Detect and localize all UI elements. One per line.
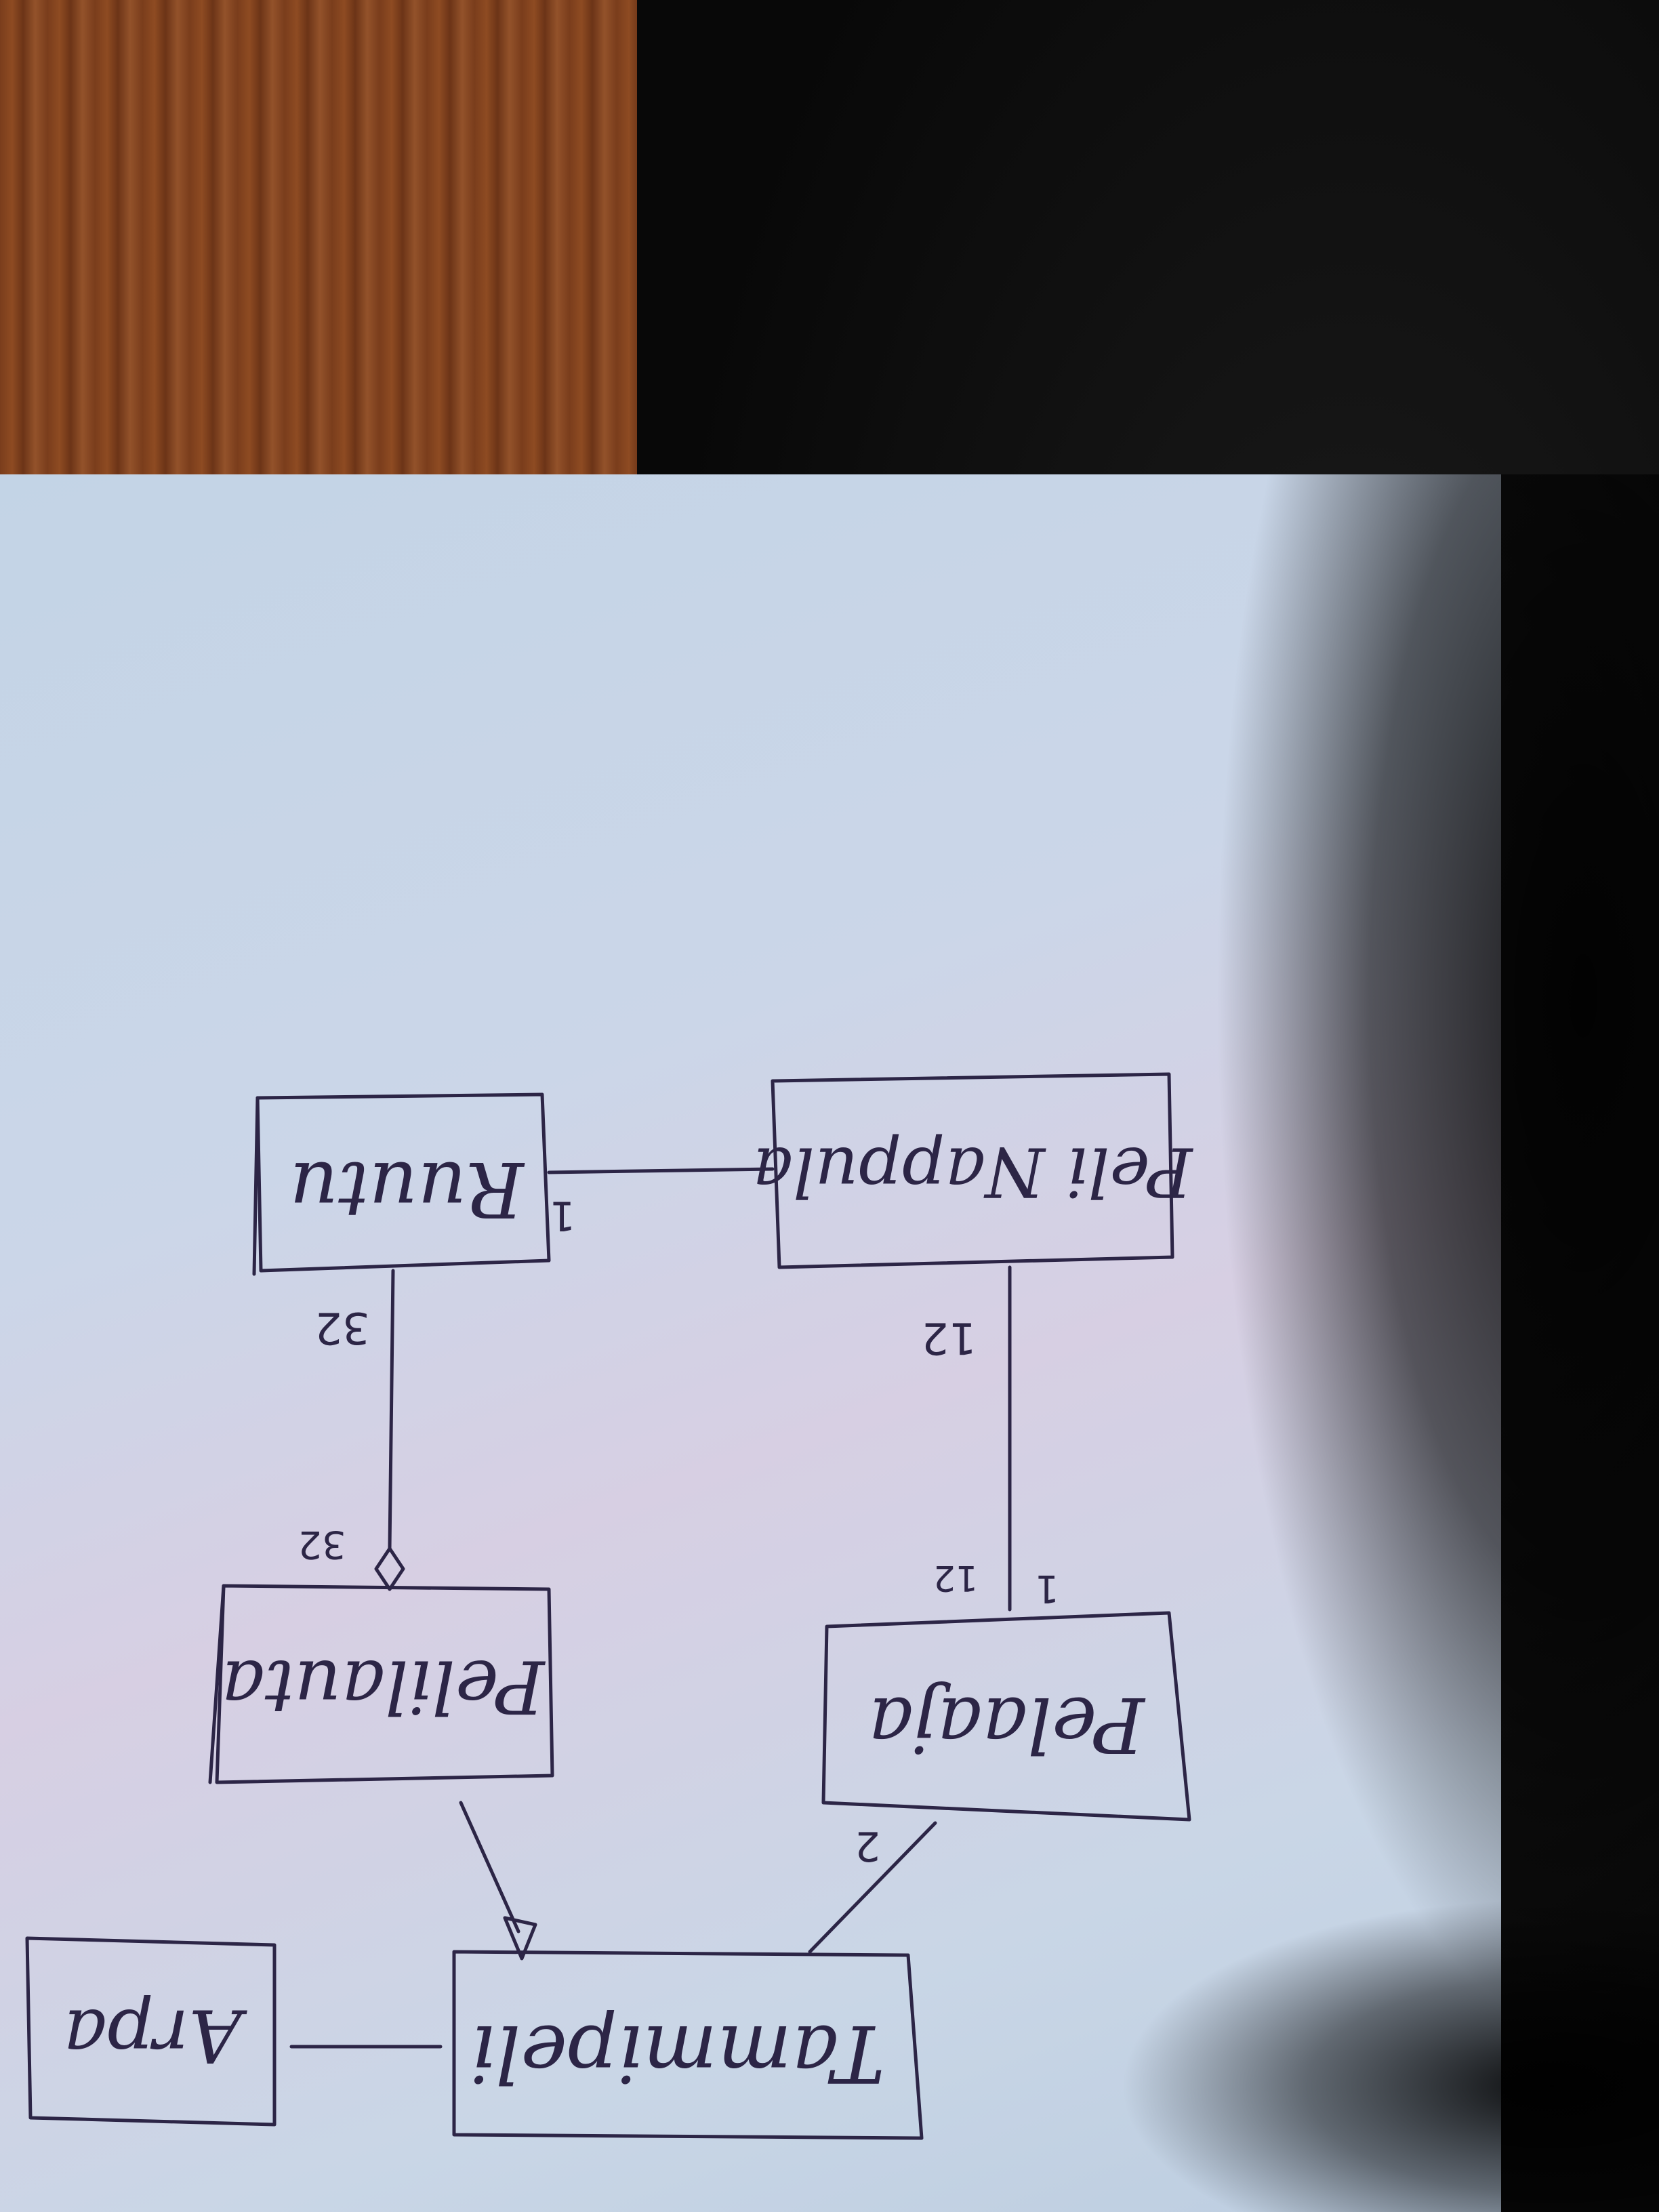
line-pelaaja-tammipeli bbox=[808, 1821, 937, 1954]
mult-pelilauta-top: 32 bbox=[298, 1522, 346, 1566]
line-pelilauta-tammipeli bbox=[459, 1801, 520, 1933]
box-arpa: Arpa bbox=[25, 1936, 276, 2127]
box-ruutu-label: Ruutu bbox=[289, 1145, 525, 1233]
box-tammipeli: Tammipeli bbox=[452, 1950, 924, 2140]
box-arpa-label: Arpa bbox=[63, 1993, 247, 2078]
mult-nappula-bottom: 12 bbox=[921, 1312, 976, 1362]
line-ruutu-nappula bbox=[547, 1167, 775, 1174]
box-peli-nappula-label: Peli Nappula bbox=[753, 1132, 1194, 1211]
mult-pelaaja-top: 12 bbox=[933, 1557, 978, 1598]
box-ruutu: Ruutu bbox=[252, 1092, 551, 1276]
arrowhead-tammipeli bbox=[503, 1916, 537, 1961]
box-pelilauta: Pelilauta bbox=[208, 1584, 554, 1784]
mult-pelaaja-top-one: 1 bbox=[1035, 1566, 1059, 1610]
mult-pelaaja-bottom: 2 bbox=[855, 1822, 880, 1869]
mult-ruutu-bottom: 32 bbox=[314, 1302, 369, 1352]
box-pelaaja: Pelaaja bbox=[821, 1611, 1191, 1822]
mult-ruutu-top: 1 bbox=[550, 1191, 575, 1239]
box-peli-nappula: Peli Nappula bbox=[753, 1072, 1194, 1269]
box-pelaaja-label: Pelaaja bbox=[868, 1680, 1145, 1768]
hand-shadow-lower bbox=[1118, 1898, 1659, 2212]
wooden-table bbox=[0, 0, 637, 488]
line-ruutu-pelilauta bbox=[388, 1269, 395, 1551]
composition-diamond-pelilauta bbox=[374, 1547, 405, 1591]
box-tammipeli-label: Tammipeli bbox=[470, 2007, 885, 2099]
box-pelilauta-label: Pelilauta bbox=[221, 1644, 546, 1729]
